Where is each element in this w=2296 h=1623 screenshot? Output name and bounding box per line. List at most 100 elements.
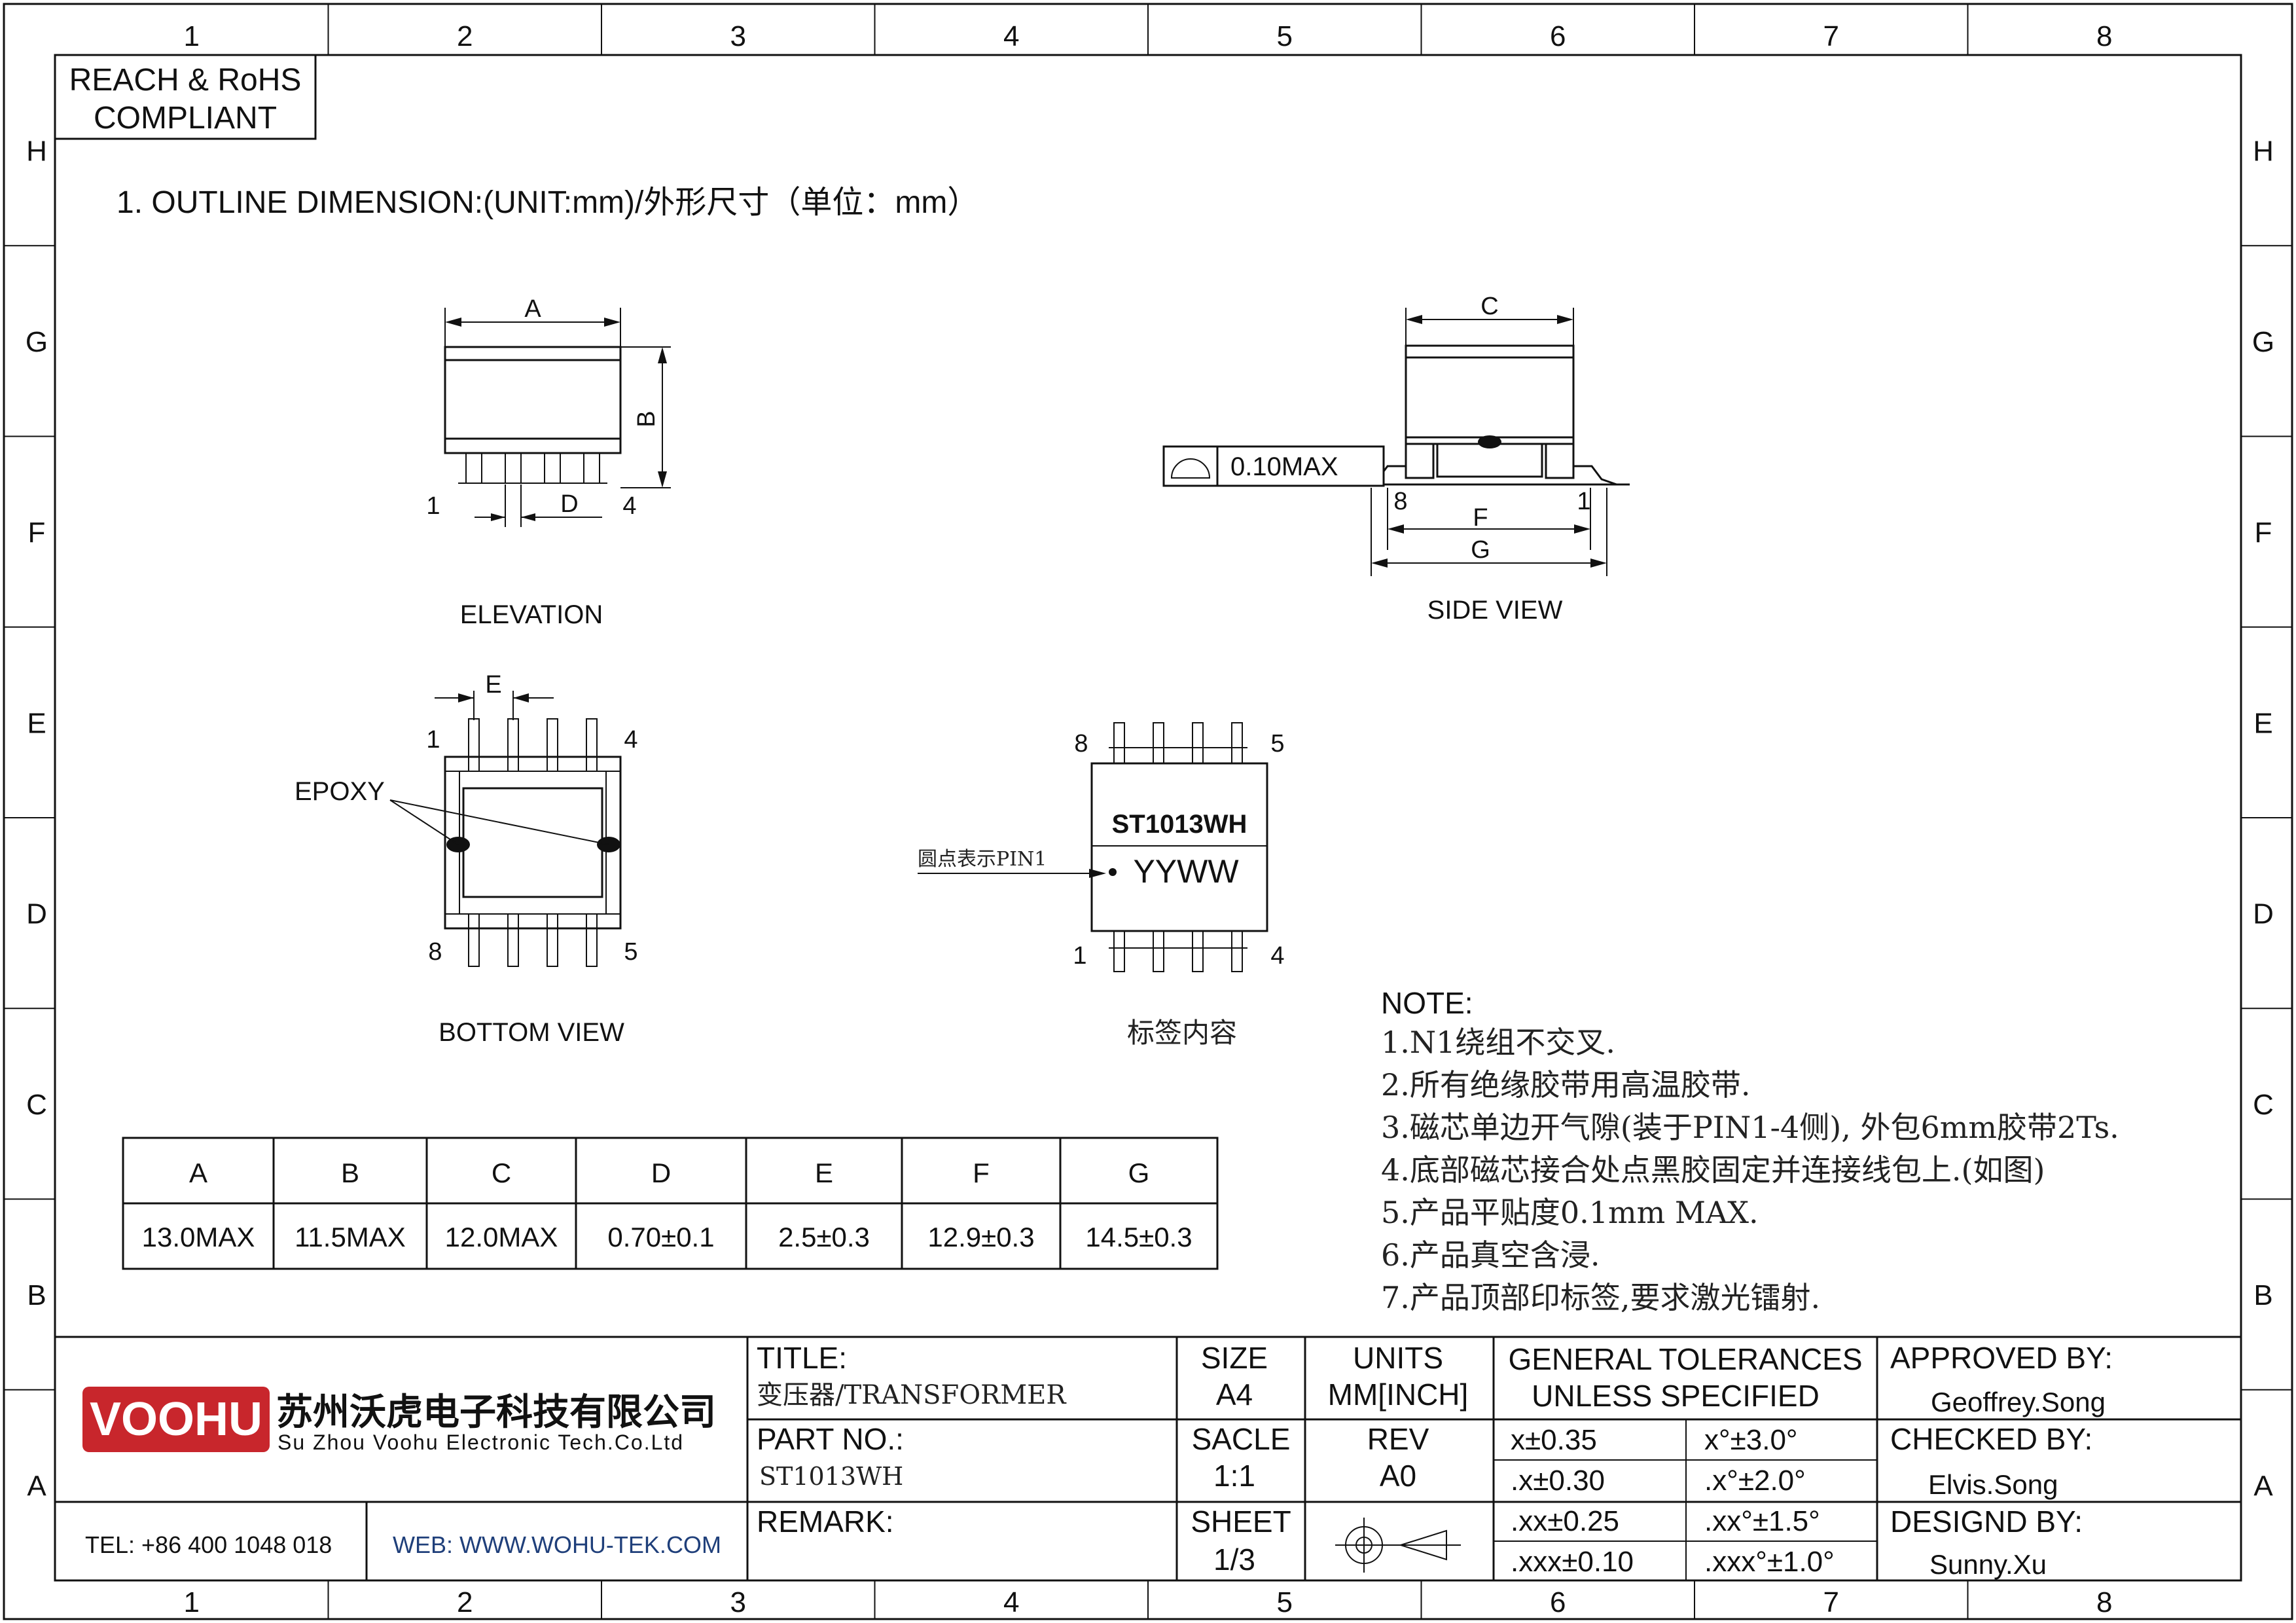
- label-pin-8: 8: [1074, 730, 1088, 757]
- elevation-pin-1: 1: [426, 492, 440, 520]
- column-label-bottom: 5: [1277, 1586, 1293, 1618]
- dim-table-header: F: [973, 1158, 990, 1188]
- dimension-table-cells: A13.0MAXB11.5MAXC12.0MAXD0.70±0.1E2.5±0.…: [142, 1158, 1193, 1252]
- compliance-line2: COMPLIANT: [94, 101, 277, 136]
- bottom-view: E EPOXY: [295, 671, 638, 1047]
- row-label-left: A: [27, 1470, 46, 1502]
- logo-text: VOOHU: [90, 1393, 262, 1446]
- part-no-label: PART NO.:: [757, 1422, 904, 1456]
- label-pin-1: 1: [1073, 942, 1086, 970]
- row-label-right: B: [2253, 1279, 2272, 1311]
- column-label-bottom: 7: [1823, 1586, 1839, 1618]
- label-datecode: YYWW: [1133, 853, 1239, 890]
- scale-value: 1:1: [1213, 1459, 1255, 1493]
- dim-table-header: B: [341, 1158, 359, 1188]
- label-pins-bottom: [1109, 930, 1247, 972]
- row-label-left: H: [26, 136, 47, 168]
- column-label-top: 1: [184, 20, 200, 52]
- compliance-line1: REACH & RoHS: [69, 63, 302, 98]
- note-item: 6.产品真空含浸.: [1381, 1237, 1600, 1273]
- dim-table-value: 0.70±0.1: [607, 1222, 714, 1252]
- row-label-right: E: [2253, 707, 2272, 739]
- column-label-top: 6: [1550, 20, 1566, 52]
- column-label-bottom: 1: [184, 1586, 200, 1618]
- note-item: 3.磁芯单边开气隙(装于PIN1-4侧), 外包6mm胶带2Ts.: [1381, 1110, 2119, 1145]
- units-label: UNITS: [1353, 1341, 1443, 1375]
- notes-block: NOTE: 1.N1绕组不交叉.2.所有绝缘胶带用高温胶带.3.磁芯单边开气隙(…: [1381, 986, 2119, 1315]
- dim-table-header: D: [651, 1158, 671, 1188]
- row-label-left: D: [26, 898, 47, 930]
- column-label-bottom: 4: [1003, 1586, 1019, 1618]
- tolerance-title-1: GENERAL TOLERANCES: [1508, 1342, 1862, 1376]
- notes-list: 1.N1绕组不交叉.2.所有绝缘胶带用高温胶带.3.磁芯单边开气隙(装于PIN1…: [1381, 1025, 2119, 1315]
- row-label-left: F: [28, 517, 46, 549]
- dim-table-value: 12.9±0.3: [927, 1222, 1034, 1252]
- side-pin-1: 1: [1577, 488, 1590, 515]
- bottom-pin-5: 5: [624, 938, 637, 966]
- designed-value: Sunny.Xu: [1929, 1549, 2047, 1580]
- dim-table-value: 2.5±0.3: [778, 1222, 870, 1252]
- row-label-right: A: [2253, 1470, 2273, 1502]
- column-label-bottom: 3: [730, 1586, 746, 1618]
- designed-label: DESIGND BY:: [1890, 1504, 2083, 1539]
- projection-symbol-icon: [1335, 1518, 1461, 1573]
- column-label-top: 2: [457, 20, 473, 52]
- logo-badge: [82, 1387, 270, 1452]
- dim-e-label: E: [485, 671, 501, 699]
- company-name-cn: 苏州沃虎电子科技有限公司: [276, 1391, 716, 1432]
- dim-b-label: B: [633, 410, 660, 427]
- dim-table-value: 12.0MAX: [445, 1222, 558, 1252]
- row-label-right: D: [2253, 898, 2274, 930]
- units-value: MM[INCH]: [1328, 1377, 1469, 1412]
- tolerance-angular: .xx°±1.5°: [1704, 1505, 1820, 1537]
- notes-title: NOTE:: [1381, 986, 1473, 1020]
- column-label-bottom: 2: [457, 1586, 473, 1618]
- label-view: ST1013WH YYWW 圆点表示PIN1 8 5 1 4 标签内容: [918, 722, 1285, 1049]
- note-item: 5.产品平贴度0.1mm MAX.: [1381, 1195, 1759, 1230]
- title-label: TITLE:: [757, 1341, 847, 1375]
- tolerance-linear: .xx±0.25: [1511, 1505, 1619, 1537]
- dim-table-value: 11.5MAX: [295, 1222, 406, 1252]
- row-label-right: G: [2252, 326, 2274, 358]
- elevation-view: A B D 1 4 ELEVATION: [426, 295, 671, 629]
- column-label-top: 4: [1003, 20, 1019, 52]
- pin1-note: 圆点表示PIN1: [918, 848, 1047, 871]
- tolerance-linear: .xxx±0.10: [1511, 1546, 1634, 1578]
- dim-table-value: 14.5±0.3: [1085, 1222, 1192, 1252]
- row-label-right: H: [2253, 136, 2274, 168]
- title-value: 变压器/TRANSFORMER: [757, 1380, 1067, 1410]
- tolerance-linear: x±0.35: [1511, 1424, 1597, 1456]
- rev-label: REV: [1367, 1422, 1429, 1456]
- bottom-pin-4: 4: [624, 726, 637, 754]
- row-label-left: C: [26, 1089, 47, 1121]
- approved-value: Geoffrey.Song: [1931, 1387, 2106, 1417]
- elevation-caption: ELEVATION: [460, 600, 603, 629]
- bottom-pin-8: 8: [428, 938, 442, 966]
- bottom-slots: [468, 756, 598, 929]
- outline-heading: 1. OUTLINE DIMENSION:(UNIT:mm)/外形尺寸（单位：m…: [117, 185, 978, 220]
- row-ticks: H H G G F F E E D D C C B B A A: [4, 136, 2292, 1502]
- rev-value: A0: [1380, 1459, 1416, 1493]
- dim-f-label: F: [1473, 504, 1488, 532]
- row-label-left: G: [26, 326, 48, 358]
- side-pin-8: 8: [1393, 488, 1407, 515]
- label-pins-top: [1109, 722, 1247, 764]
- column-label-top: 8: [2096, 20, 2112, 52]
- dim-table-value: 13.0MAX: [142, 1222, 255, 1252]
- column-label-top: 7: [1823, 20, 1839, 52]
- bottom-pins-bottom: [468, 928, 598, 967]
- side-view: C 0.10MAX F G 8 1 SIDE VIEW: [1162, 293, 1630, 625]
- dimension-table: A13.0MAXB11.5MAXC12.0MAXD0.70±0.1E2.5±0.…: [122, 1137, 1219, 1270]
- label-part-number: ST1013WH: [1112, 810, 1247, 839]
- company-name-en: Su Zhou Voohu Electronic Tech.Co.Ltd: [278, 1431, 684, 1454]
- tolerance-title-2: UNLESS SPECIFIED: [1532, 1379, 1820, 1413]
- size-value: A4: [1216, 1377, 1253, 1412]
- label-pin-5: 5: [1270, 730, 1284, 757]
- note-item: 4.底部磁芯接合处点黑胶固定并连接线包上.(如图): [1381, 1152, 2045, 1188]
- note-item: 2.所有绝缘胶带用高温胶带.: [1381, 1067, 1751, 1103]
- checked-value: Elvis.Song: [1928, 1469, 2058, 1500]
- row-label-right: C: [2253, 1089, 2274, 1121]
- compliance-box: REACH & RoHS COMPLIANT: [54, 54, 317, 140]
